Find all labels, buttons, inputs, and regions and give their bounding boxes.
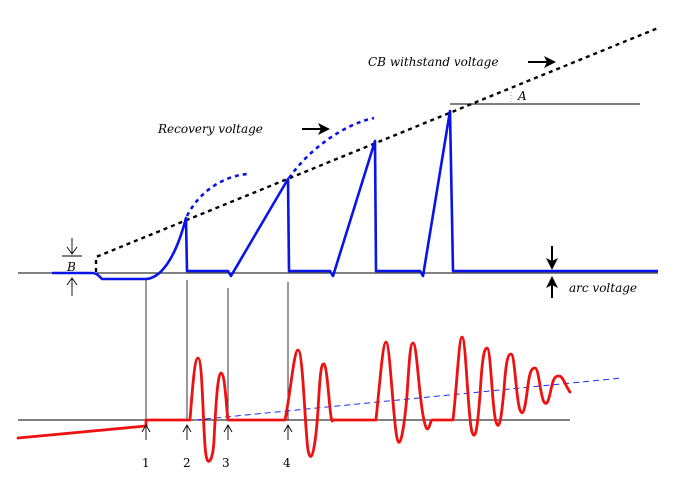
marker-label-4: 4 bbox=[283, 456, 291, 470]
current-trace bbox=[16, 335, 572, 463]
a-label: A bbox=[517, 89, 527, 103]
voltage-trace bbox=[144, 109, 658, 281]
marker-arrows bbox=[141, 424, 293, 440]
withstand-label: CB withstand voltage bbox=[368, 55, 498, 69]
arc-voltage-arrows bbox=[546, 246, 558, 298]
withstand-voltage-line bbox=[94, 26, 659, 272]
arc-voltage-label: arc voltage bbox=[569, 281, 637, 295]
time-marker-lines bbox=[145, 280, 289, 420]
marker-label-2: 2 bbox=[183, 456, 191, 470]
recovery-label: Recovery voltage bbox=[157, 122, 263, 136]
marker-label-3: 3 bbox=[222, 456, 230, 470]
current-trend-line bbox=[194, 377, 623, 421]
recovery-dots-1 bbox=[185, 172, 248, 217]
b-label: B bbox=[66, 260, 76, 274]
withstand-arrow bbox=[528, 56, 556, 68]
recovery-arrow bbox=[302, 123, 330, 135]
marker-label-1: 1 bbox=[142, 456, 150, 470]
recovery-dots-2 bbox=[287, 116, 375, 179]
b-dimension-arrows bbox=[62, 238, 82, 296]
arc-voltage-start bbox=[52, 271, 145, 281]
